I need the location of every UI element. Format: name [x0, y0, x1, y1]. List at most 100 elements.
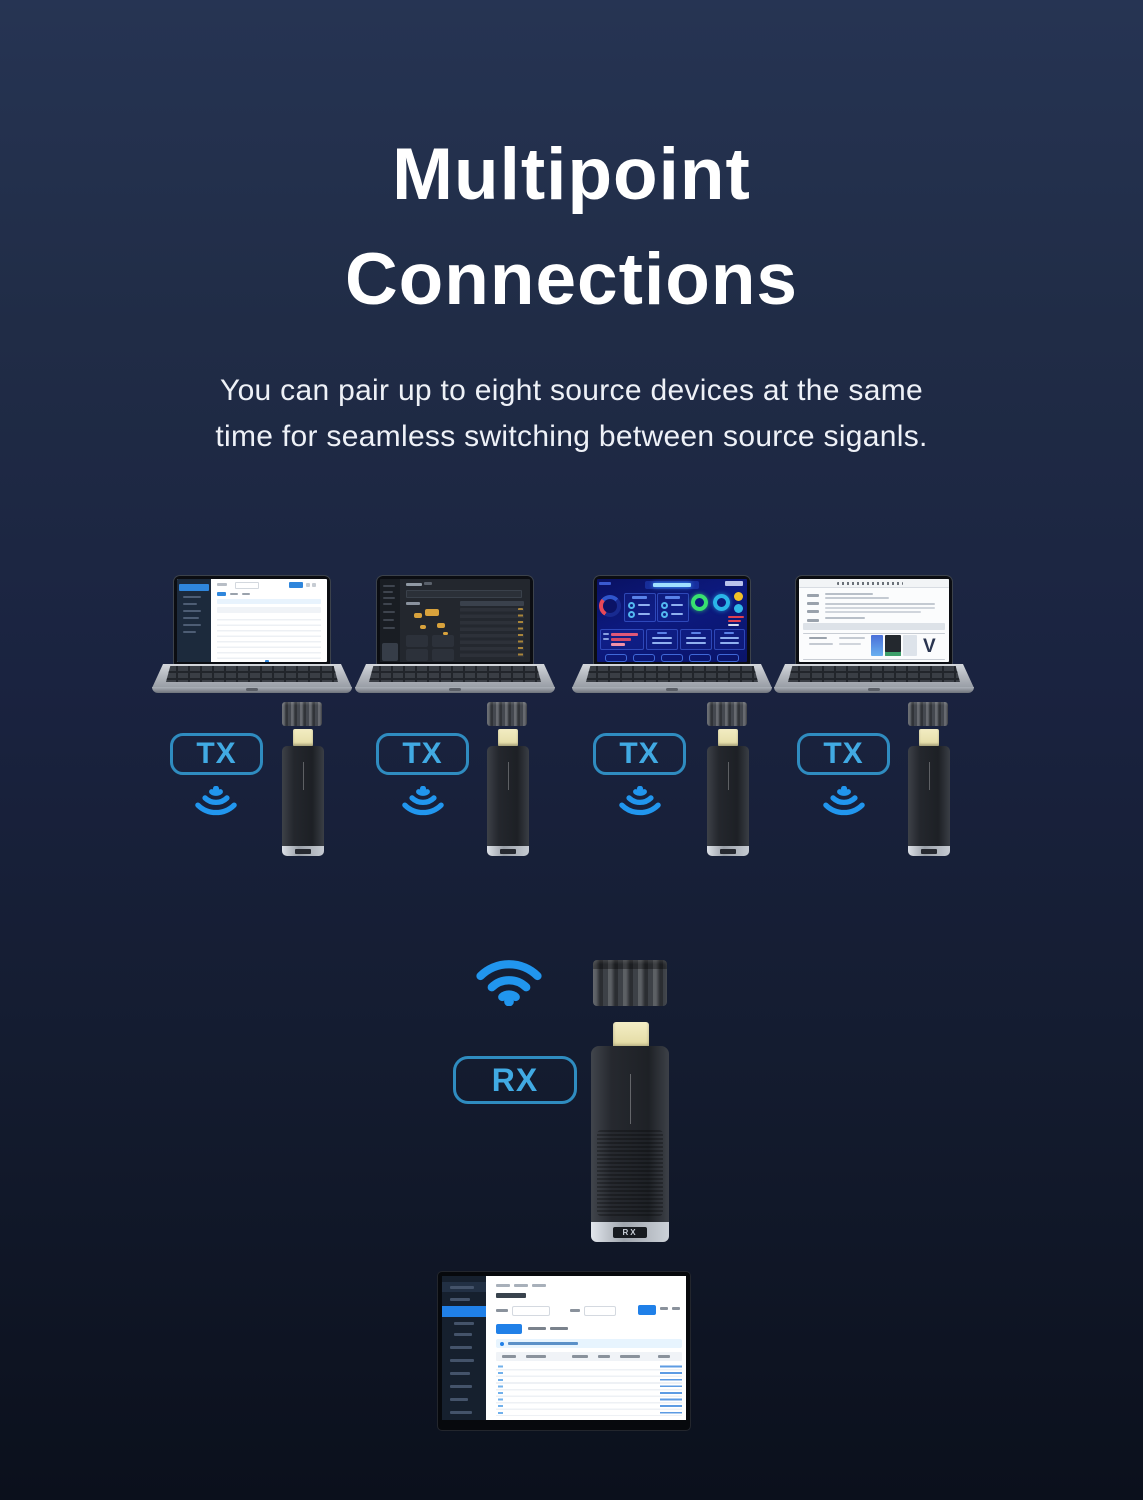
- keyboard-keys: [369, 666, 541, 682]
- page-title: Multipoint Connections: [0, 122, 1143, 332]
- breadcrumb-skeleton: [532, 1284, 546, 1287]
- notice-strip-skeleton: [217, 599, 321, 604]
- pill-button-skeleton: [633, 654, 655, 662]
- breadcrumb-skeleton: [496, 1284, 510, 1287]
- column-header-skeleton: [502, 1355, 516, 1358]
- keyboard-keys: [586, 666, 758, 682]
- map-region-blob: [425, 609, 439, 616]
- product-thumbnail: [903, 635, 917, 656]
- tab-skeleton: [550, 1327, 568, 1330]
- rx-hdmi-connector: [613, 1022, 649, 1048]
- green-ring-chart: [691, 594, 708, 611]
- text-line-skeleton: [825, 611, 921, 613]
- control-panel-skeleton: [624, 593, 656, 622]
- dongle-slit: [630, 1074, 631, 1124]
- tooltip-panel-skeleton: [382, 643, 398, 661]
- skeleton-bar: [312, 583, 316, 587]
- alert-text-skeleton: [728, 616, 744, 618]
- dongle-base-band: [282, 846, 324, 856]
- skeleton-bar: [383, 591, 393, 593]
- skeleton-bar: [230, 593, 238, 595]
- table-header-skeleton: [460, 601, 524, 606]
- skeleton-bar: [603, 638, 609, 640]
- table-header-skeleton: [217, 607, 321, 613]
- filter-label-skeleton: [570, 1309, 580, 1312]
- filter-input-skeleton: [512, 1306, 550, 1316]
- skeleton-bar: [657, 632, 667, 634]
- skeleton-bar: [454, 1333, 472, 1336]
- search-input-skeleton: [235, 582, 259, 589]
- skeleton-bar: [839, 637, 865, 639]
- field-label-skeleton: [807, 594, 819, 597]
- field-label-skeleton: [807, 619, 819, 622]
- stat-card-skeleton: [432, 649, 454, 661]
- table-values-column: [518, 608, 523, 660]
- notice-text-skeleton: [508, 1342, 578, 1345]
- map-region-blob: [437, 623, 445, 628]
- admin-dashboard-screen: [177, 579, 327, 662]
- keyboard-keys: [788, 666, 960, 682]
- skeleton-bar: [450, 1346, 472, 1349]
- skeleton-bar: [242, 593, 250, 595]
- text-line-skeleton: [825, 597, 889, 599]
- subtitle-line-2: time for seamless switching between sour…: [215, 420, 928, 453]
- info-icon: [500, 1342, 504, 1346]
- text-line-skeleton: [825, 603, 935, 605]
- skeleton-bar: [450, 1359, 474, 1362]
- knob-icon: [661, 611, 668, 618]
- wifi-signal-down-icon: [820, 786, 868, 828]
- skeleton-bar: [450, 1286, 474, 1289]
- laptop-1-notch: [246, 688, 258, 691]
- map-region-blob: [443, 632, 448, 635]
- dongle-base-label-chip: [295, 848, 311, 854]
- column-header-skeleton: [526, 1355, 546, 1358]
- skeleton-bar: [632, 596, 647, 599]
- product-thumbnail: [885, 635, 901, 656]
- tx-badge-1: TX: [170, 733, 263, 775]
- dongle-slit: [508, 762, 509, 790]
- tx-dongle-1: [282, 746, 324, 856]
- table-rows-skeleton: [460, 608, 524, 660]
- analytics-dashboard-screen: [380, 579, 530, 662]
- dongle-base-band: [487, 846, 529, 856]
- dongle-slit: [303, 762, 304, 790]
- document-editor-screen: V: [799, 579, 949, 662]
- skeleton-bar: [424, 582, 432, 585]
- sidebar-skeleton: [177, 579, 211, 662]
- skeleton-bar: [839, 643, 861, 645]
- skeleton-bar: [450, 1385, 472, 1388]
- cyan-ring-chart: [713, 594, 730, 611]
- knob-icon: [661, 602, 668, 609]
- table-line: [803, 659, 945, 660]
- skeleton-bar: [183, 617, 199, 619]
- column-header-skeleton: [620, 1355, 640, 1358]
- gauge-hole: [603, 599, 617, 613]
- skeleton-bar: [665, 596, 680, 599]
- skeleton-bar: [671, 613, 683, 615]
- subtitle-line-1: You can pair up to eight source devices …: [220, 374, 923, 407]
- column-header-skeleton: [658, 1355, 670, 1358]
- stat-panel-skeleton: [646, 629, 678, 650]
- knob-icon: [628, 611, 635, 618]
- hdmi-connector: [718, 729, 738, 746]
- bar-value: [611, 633, 638, 636]
- skeleton-bar: [691, 632, 701, 634]
- page-title-skeleton: [496, 1293, 526, 1298]
- search-input-skeleton: [406, 590, 522, 598]
- skeleton-bar: [306, 583, 310, 587]
- title-line-2: Connections: [344, 239, 799, 320]
- wifi-signal-down-icon: [192, 786, 240, 828]
- rx-base-band: RX: [591, 1222, 669, 1242]
- laptop-2-screen: [377, 576, 533, 665]
- laptop-2: [355, 576, 555, 696]
- control-panel-skeleton: [657, 593, 689, 622]
- skeleton-bar: [809, 643, 833, 645]
- hdmi-connector: [919, 729, 939, 746]
- skeleton-bar: [183, 610, 201, 612]
- dongle-cap: [282, 702, 322, 726]
- sidebar-skeleton: [442, 1276, 486, 1420]
- dongle-base-label-chip: [921, 848, 937, 854]
- laptop-1: [152, 576, 352, 696]
- filter-input-skeleton: [584, 1306, 616, 1316]
- dongle-base-band: [908, 846, 950, 856]
